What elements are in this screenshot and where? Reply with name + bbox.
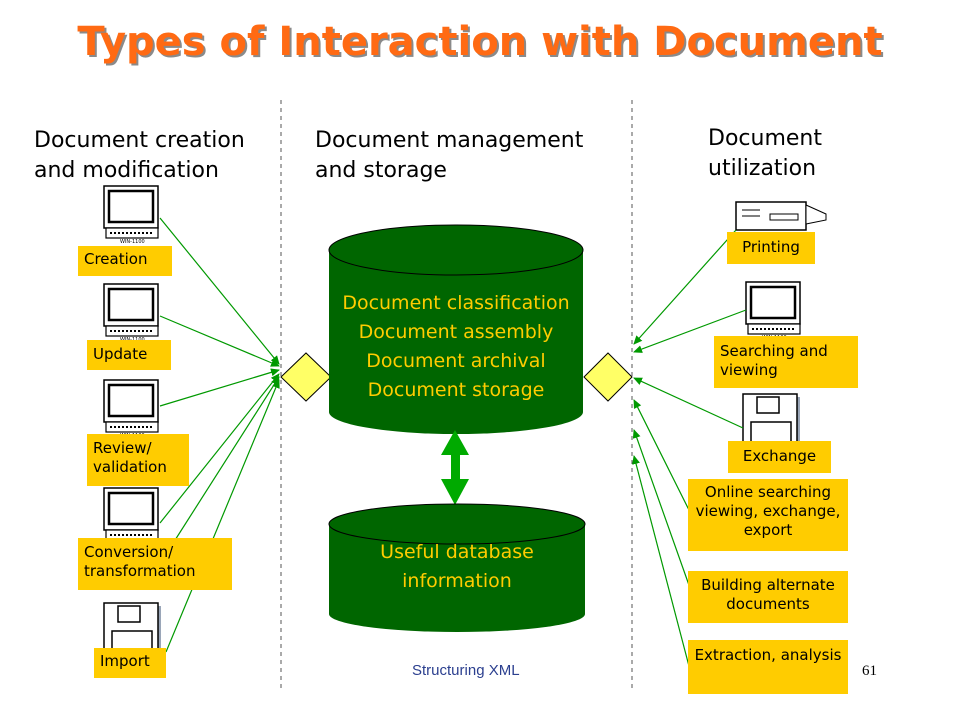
slide-title: Types of Interaction with Document	[77, 19, 883, 65]
box-extraction: Extraction, analysis	[688, 640, 848, 694]
heading-management: Document management and storage	[315, 128, 584, 183]
double-arrow	[441, 430, 469, 505]
monitor-caption: WIN-1100	[120, 239, 145, 245]
box-conversion: Conversion/ transformation	[78, 538, 232, 590]
main-cylinder	[328, 224, 584, 434]
main-store-line: Document assembly	[358, 321, 554, 343]
monitor-icon	[102, 486, 160, 542]
footer-text: Structuring XML	[412, 662, 520, 679]
arrows-left	[159, 217, 280, 653]
heading-utilization: Document utilization	[708, 126, 822, 181]
box-exchange: Exchange	[728, 441, 831, 473]
database-cylinder	[328, 503, 586, 632]
arrows-right	[632, 229, 747, 671]
box-import: Import	[94, 648, 166, 678]
monitor-icon	[744, 280, 802, 336]
heading-creation: Document creation and modification	[34, 128, 245, 183]
main-store-line: Document storage	[367, 379, 545, 401]
database-text: Useful database information	[380, 541, 534, 592]
page-number: 61	[862, 663, 877, 679]
monitor-icon	[102, 282, 160, 338]
box-creation: Creation	[78, 246, 172, 276]
main-store-text: Document classification Document assembl…	[320, 289, 592, 405]
main-store-line: Document archival	[366, 350, 546, 372]
box-online: Online searching viewing, exchange, expo…	[688, 479, 848, 551]
box-printing: Printing	[727, 232, 815, 264]
printer-icon	[735, 201, 827, 231]
monitor-icon	[102, 378, 160, 434]
box-review: Review/ validation	[87, 434, 189, 486]
box-update: Update	[87, 340, 171, 370]
diamond-right	[583, 352, 633, 402]
monitor-icon	[102, 184, 160, 240]
box-alternate: Building alternate documents	[688, 571, 848, 623]
box-searching: Searching and viewing	[714, 336, 858, 388]
main-store-line: Document classification	[342, 292, 570, 314]
